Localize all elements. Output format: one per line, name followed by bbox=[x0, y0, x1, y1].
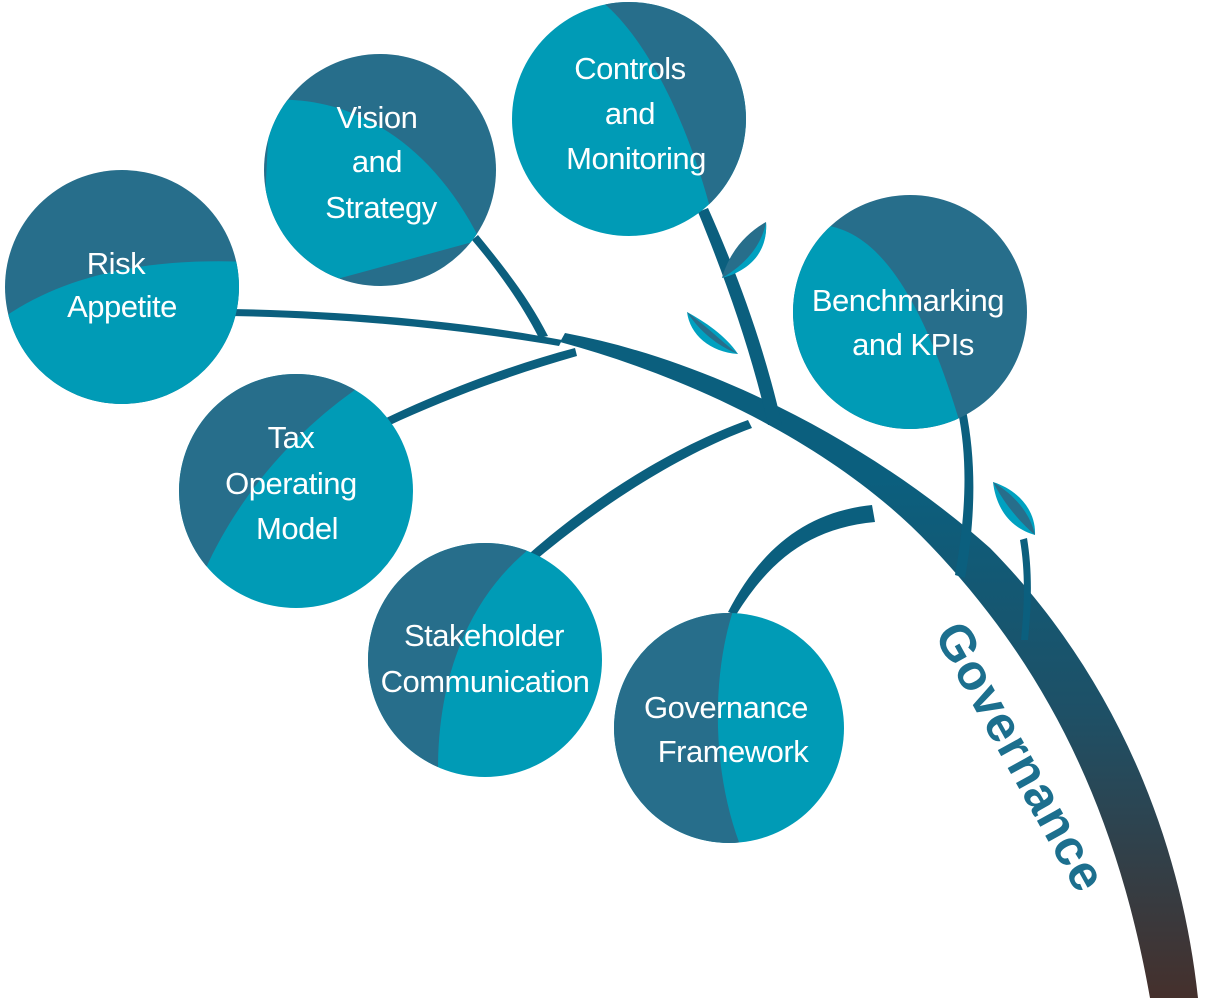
leaf-upper bbox=[722, 222, 767, 278]
label-line: Operating bbox=[225, 466, 357, 501]
label-line: Stakeholder bbox=[404, 618, 564, 653]
node-controls-monitoring-label: Controls and Monitoring bbox=[566, 51, 706, 176]
label-line: Strategy bbox=[325, 190, 437, 225]
node-tax-operating-model: Tax Operating Model bbox=[179, 374, 413, 608]
branch-governance-framework bbox=[728, 505, 875, 615]
node-governance-framework-label: Governance Framework bbox=[644, 690, 816, 769]
label-line: Governance bbox=[644, 690, 808, 725]
label-line: and bbox=[352, 144, 402, 179]
branch-risk-appetite bbox=[232, 309, 562, 346]
branch-benchmarking-kpis bbox=[955, 410, 974, 578]
branches bbox=[232, 208, 1198, 998]
branch-controls-monitoring bbox=[698, 208, 782, 425]
branch-vision-strategy bbox=[472, 235, 548, 338]
label-line: Model bbox=[256, 511, 338, 546]
node-tax-operating-model-label: Tax Operating Model bbox=[225, 420, 365, 546]
node-stakeholder-communication-label: Stakeholder Communication bbox=[381, 618, 590, 699]
label-line: Benchmarking bbox=[812, 283, 1004, 318]
branch-tax-operating-model bbox=[384, 348, 577, 426]
leaves bbox=[687, 222, 1036, 535]
leaf-right bbox=[993, 482, 1036, 535]
label-line: Appetite bbox=[67, 289, 177, 324]
node-vision-strategy: Vision and Strategy bbox=[264, 54, 496, 286]
label-line: Controls bbox=[574, 51, 685, 86]
label-line: Vision bbox=[337, 100, 418, 135]
node-governance-framework: Governance Framework bbox=[614, 613, 844, 843]
leaf-middle bbox=[687, 312, 738, 354]
node-risk-appetite: Risk Appetite bbox=[5, 170, 239, 404]
branch-stakeholder-communication bbox=[530, 420, 752, 559]
node-stakeholder-communication: Stakeholder Communication bbox=[368, 543, 602, 777]
label-line: and KPIs bbox=[852, 327, 974, 362]
node-risk-appetite-label: Risk Appetite bbox=[67, 246, 177, 324]
label-line: Tax bbox=[268, 420, 316, 455]
trunk bbox=[560, 333, 1198, 998]
label-line: and bbox=[605, 96, 655, 131]
label-line: Risk bbox=[87, 246, 146, 281]
label-line: Framework bbox=[658, 734, 810, 769]
label-line: Monitoring bbox=[566, 141, 706, 176]
node-vision-strategy-label: Vision and Strategy bbox=[325, 100, 437, 225]
node-controls-monitoring: Controls and Monitoring bbox=[512, 2, 746, 236]
branch-right-twig bbox=[1020, 538, 1031, 640]
node-benchmarking-kpis: Benchmarking and KPIs bbox=[793, 195, 1027, 429]
label-line: Communication bbox=[381, 664, 590, 699]
node-benchmarking-kpis-label: Benchmarking and KPIs bbox=[812, 283, 1012, 362]
